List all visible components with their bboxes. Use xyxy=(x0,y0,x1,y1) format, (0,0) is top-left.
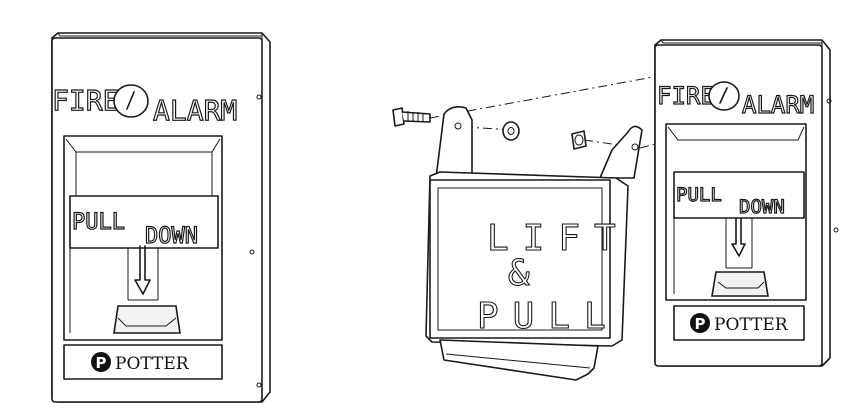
alarm-label: ALARM xyxy=(742,91,814,119)
brand-label: POTTER xyxy=(714,315,789,335)
svg-text:P: P xyxy=(96,354,107,372)
down-arrow-icon xyxy=(731,217,746,257)
lift-label: LIFT xyxy=(487,218,630,259)
pull-cover-label: PULL xyxy=(477,296,620,337)
lift-pull-cover: LIFT & PULL xyxy=(425,106,643,381)
down-label: DOWN xyxy=(145,224,198,249)
fire-alarm-emblem-icon xyxy=(708,81,740,111)
left-pull-station: FIRE ALARM PULL DOWN P POTTER xyxy=(51,32,271,403)
fire-label: FIRE xyxy=(52,84,119,117)
pull-label: PULL xyxy=(676,184,722,206)
fire-label: FIRE xyxy=(657,82,715,110)
down-label: DOWN xyxy=(739,196,785,218)
spacer-washer-icon xyxy=(502,121,520,141)
potter-logo-icon: P xyxy=(690,313,710,333)
down-arrow-icon xyxy=(134,245,151,295)
ampersand-label: & xyxy=(508,253,530,294)
pull-label: PULL xyxy=(72,210,125,235)
svg-text:P: P xyxy=(695,315,706,333)
fire-alarm-emblem-icon xyxy=(113,84,149,118)
alarm-label: ALARM xyxy=(153,94,237,127)
left-screw-icon xyxy=(392,107,431,127)
right-pull-station: FIRE ALARM PULL DOWN P POTTER xyxy=(654,39,839,367)
brand-label: POTTER xyxy=(115,354,190,374)
potter-logo-icon: P xyxy=(91,352,111,372)
bushing-icon xyxy=(571,130,587,150)
